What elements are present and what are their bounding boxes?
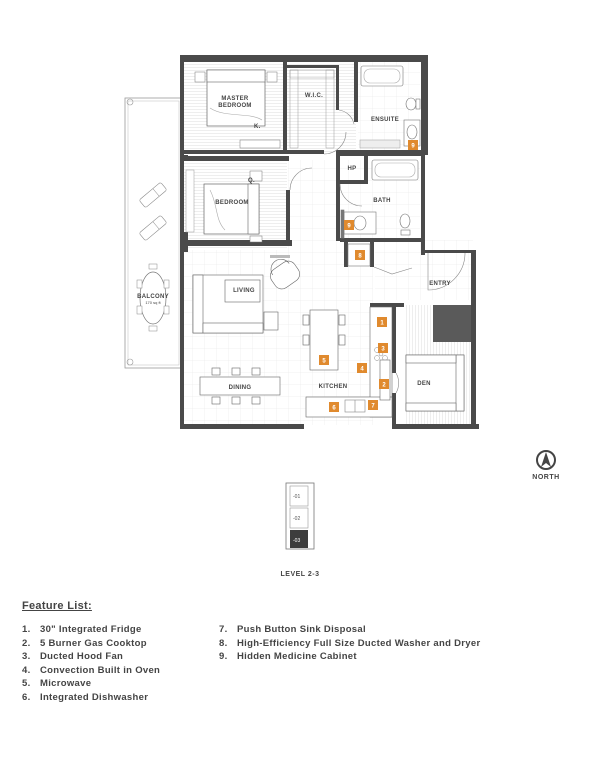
level-label: LEVEL 2-3 [281, 571, 320, 578]
feature-item: 3. Ducted Hood Fan [22, 650, 160, 664]
label-master-bedroom-2: BEDROOM [218, 103, 251, 109]
unit-03: -03 [293, 538, 300, 544]
label-kitchen: KITCHEN [319, 384, 348, 390]
badge-1: 1 [377, 317, 387, 327]
feature-list-title: Feature List: [22, 600, 92, 612]
svg-text:3: 3 [381, 347, 385, 353]
feature-text: Hidden Medicine Cabinet [237, 651, 357, 662]
feature-number: 4. [22, 664, 31, 676]
room-labels: MASTER BEDROOM K. W.I.C. ENSUITE HP BEDR… [137, 93, 451, 391]
wic-shelves [289, 69, 335, 149]
label-balcony: BALCONY [137, 294, 169, 300]
badge-8: 8 [355, 250, 365, 260]
feature-text: Integrated Dishwasher [40, 691, 149, 703]
feature-text: Convection Built in Oven [40, 664, 161, 676]
badge-9: 9 [408, 140, 418, 150]
feature-text: Ducted Hood Fan [40, 651, 124, 662]
feature-item: 9. Hidden Medicine Cabinet [219, 650, 480, 664]
feature-list-column-1: 1. 30" Integrated Fridge 2. 5 Burner Gas Co… [22, 623, 160, 704]
feature-number: 3. [22, 651, 31, 662]
feature-number: 1. [22, 624, 31, 635]
floor-plan: MASTER BEDROOM K. W.I.C. ENSUITE HP BEDR… [124, 55, 559, 578]
feature-text: 5 Burner Gas Cooktop [40, 637, 147, 649]
unit-01: -01 [293, 494, 300, 500]
feature-number: 9. [219, 651, 228, 662]
walls [180, 55, 479, 429]
feature-item: 2. 5 Burner Gas Cooktop [22, 637, 160, 651]
label-den: DEN [417, 381, 431, 387]
balcony-table [136, 263, 170, 332]
svg-text:6: 6 [332, 406, 336, 412]
lounger [139, 182, 167, 208]
feature-item: 7. Push Button Sink Disposal [219, 623, 480, 637]
label-wic: W.I.C. [305, 93, 323, 99]
svg-text:4: 4 [360, 367, 364, 373]
label-bedroom: BEDROOM [215, 200, 248, 206]
compass-label: NORTH [532, 474, 559, 481]
label-master-bed-size: K. [254, 124, 261, 130]
unit-03-highlight [290, 530, 308, 548]
svg-text:8: 8 [358, 254, 362, 260]
balcony [124, 97, 183, 369]
label-balcony-area: 170 sq ft [145, 300, 161, 305]
label-ensuite: ENSUITE [371, 117, 399, 123]
label-bedroom-bed-size: Q. [248, 178, 255, 184]
feature-number: 7. [219, 624, 228, 635]
label-master-bedroom-1: MASTER [221, 96, 248, 102]
badge-3: 3 [378, 343, 388, 353]
feature-number: 2. [22, 637, 31, 649]
feature-item: 5. Microwave [22, 677, 160, 691]
unit-02: -02 [293, 516, 300, 522]
label-entry: ENTRY [429, 281, 451, 287]
label-dining: DINING [229, 385, 252, 391]
badge-9b: 9 [344, 220, 354, 230]
badge-6: 6 [329, 402, 339, 412]
svg-text:7: 7 [371, 404, 375, 410]
badge-5: 5 [319, 355, 329, 365]
lounger [139, 215, 167, 241]
feature-text: Push Button Sink Disposal [237, 624, 366, 635]
feature-number: 6. [22, 691, 31, 703]
svg-text:5: 5 [322, 359, 326, 365]
master-bed [194, 69, 281, 149]
label-living: LIVING [233, 288, 255, 294]
bedroom-bed [185, 169, 263, 243]
badge-7: 7 [368, 400, 378, 410]
svg-text:2: 2 [382, 383, 386, 389]
feature-item: 1. 30" Integrated Fridge [22, 623, 160, 637]
feature-list-column-2: 7. Push Button Sink Disposal 8. High-Effici… [219, 623, 480, 664]
living-furniture [192, 255, 300, 334]
svg-text:9: 9 [411, 144, 415, 150]
compass-icon [536, 450, 556, 470]
feature-item: 4. Convection Built in Oven [22, 664, 160, 678]
feature-text: High-Efficiency Full Size Ducted Washer … [237, 637, 481, 649]
feature-text: Microwave [40, 678, 92, 689]
feature-item: 8. High-Efficiency Full Size Ducted Washe… [219, 637, 480, 651]
svg-text:9: 9 [347, 224, 351, 230]
feature-number: 8. [219, 637, 228, 649]
feature-number: 5. [22, 678, 31, 689]
feature-item: 6. Integrated Dishwasher [22, 691, 160, 705]
badge-2: 2 [379, 379, 389, 389]
label-bath: BATH [373, 198, 390, 204]
feature-badges: 1 2 3 4 5 6 7 8 9 9 [319, 140, 418, 412]
svg-text:1: 1 [380, 321, 384, 327]
badge-4: 4 [357, 363, 367, 373]
label-hp: HP [348, 166, 357, 172]
dining-set [199, 367, 281, 405]
level-indicator: -01 -02 -03 LEVEL 2-3 [281, 482, 320, 578]
ensuite-fixtures [359, 65, 421, 149]
feature-text: 30" Integrated Fridge [40, 624, 142, 635]
north-compass: NORTH [532, 450, 559, 481]
door-swings [289, 109, 466, 394]
